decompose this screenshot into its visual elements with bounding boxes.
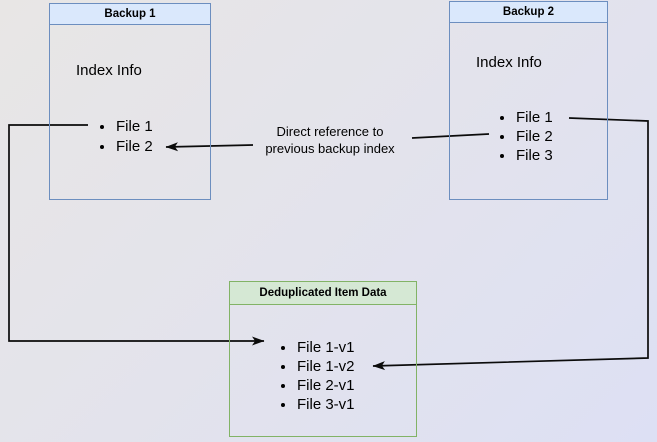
- backup1-index-label: Index Info: [76, 62, 142, 79]
- list-item: File 1: [515, 108, 553, 127]
- list-item: File 1-v1: [296, 338, 355, 357]
- list-item: File 2: [115, 137, 153, 157]
- list-item: File 3: [515, 146, 553, 165]
- list-item: File 2-v1: [296, 376, 355, 395]
- backup2-box: Backup 2 Index Info File 1 File 2 File 3: [449, 1, 608, 200]
- dedup-item-list: File 1-v1 File 1-v2 File 2-v1 File 3-v1: [282, 338, 355, 414]
- list-item: File 1: [115, 117, 153, 137]
- backup2-index-label: Index Info: [476, 54, 542, 71]
- backup1-box: Backup 1 Index Info File 1 File 2: [49, 3, 211, 200]
- annotation-line1: Direct reference to: [276, 124, 384, 139]
- backup1-file-list: File 1 File 2: [101, 117, 153, 157]
- backup2-file-list: File 1 File 2 File 3: [501, 108, 553, 165]
- backup1-title: Backup 1: [50, 4, 210, 25]
- list-item: File 2: [515, 127, 553, 146]
- direct-reference-annotation: Direct reference to previous backup inde…: [240, 124, 420, 157]
- backup2-title: Backup 2: [450, 2, 607, 23]
- list-item: File 3-v1: [296, 395, 355, 414]
- annotation-line2: previous backup index: [265, 140, 395, 156]
- deduplicated-item-data-box: Deduplicated Item Data File 1-v1 File 1-…: [229, 281, 417, 437]
- dedup-title: Deduplicated Item Data: [230, 282, 416, 305]
- list-item: File 1-v2: [296, 357, 355, 376]
